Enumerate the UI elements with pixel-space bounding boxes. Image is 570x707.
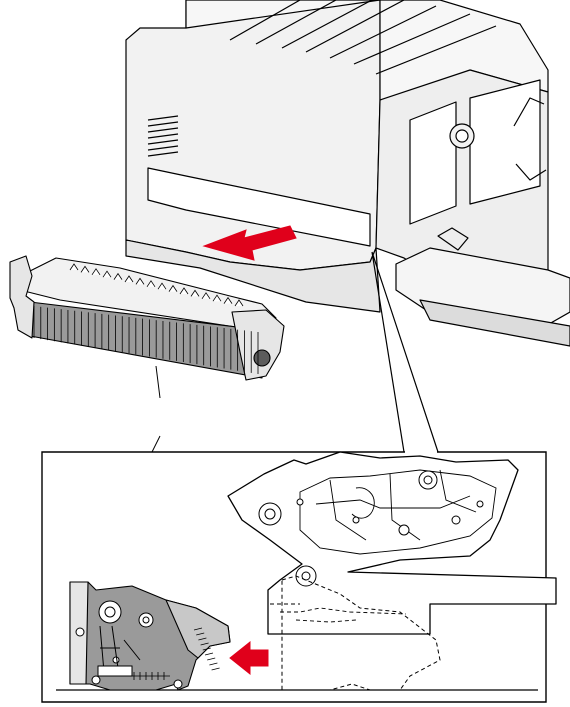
fuser-gear [254,350,270,366]
fuser-pointer-line [156,366,160,398]
detail-inset-frame [42,452,556,702]
cartridge-knob-inner [456,130,468,142]
toner-cavity [410,102,456,224]
fuser-left-end [10,256,34,338]
